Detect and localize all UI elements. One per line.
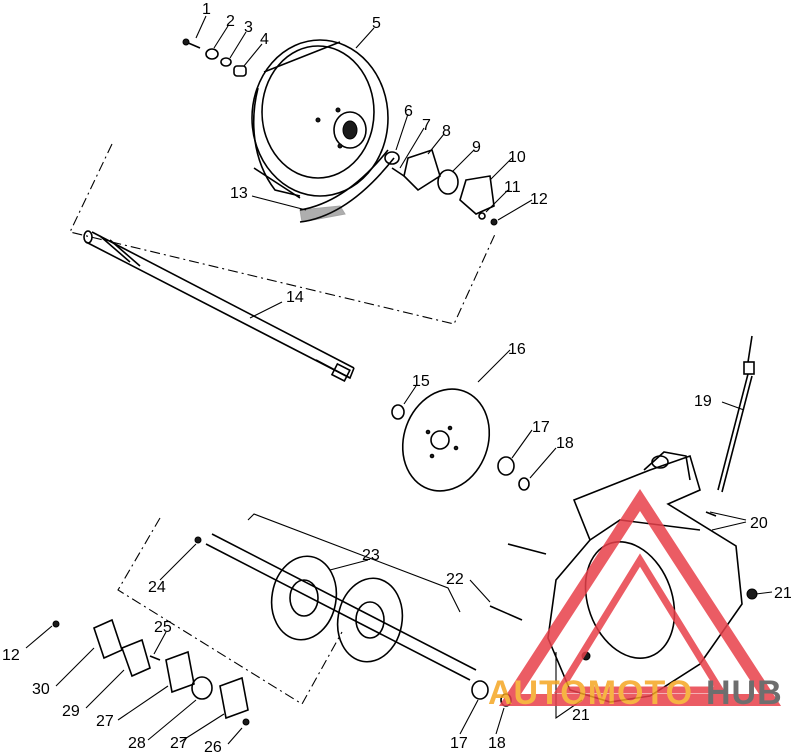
watermark-triangle-icon	[498, 488, 782, 706]
brake-disc-part-16	[401, 388, 491, 492]
assembly-outline-upper	[69, 143, 497, 325]
bearing-part-17-lower	[471, 680, 489, 700]
callout-27-right: 27	[170, 735, 188, 752]
watermark-logo: AUTOMOTO HUB	[488, 488, 783, 712]
callout-11: 11	[504, 179, 521, 196]
assembly-outline-lower	[117, 517, 343, 705]
callout-21-bottom: 21	[572, 707, 590, 724]
flange-part-30	[93, 618, 123, 660]
drive-sprocket-left-part-23	[270, 555, 338, 641]
callout-18-lower: 18	[488, 735, 506, 752]
callout-18-upper: 18	[556, 435, 574, 452]
o-ring-part-15	[391, 404, 405, 420]
callout-29: 29	[62, 703, 80, 720]
drive-chain-part-13	[299, 149, 395, 223]
long-bolt	[507, 543, 547, 555]
callout-20: 20	[750, 515, 768, 532]
callout-21-right: 21	[774, 585, 792, 602]
flange-part-27-right	[219, 676, 249, 720]
callout-13: 13	[230, 185, 248, 202]
callout-17-lower: 17	[450, 735, 468, 752]
callout-28: 28	[128, 735, 146, 752]
spacer-part-4	[233, 65, 247, 77]
callout-9: 9	[472, 139, 481, 156]
bearing-part-9	[437, 169, 459, 195]
callout-23: 23	[362, 547, 380, 564]
leader-lines	[25, 15, 773, 745]
drive-sprocket-right-part-23	[336, 577, 404, 663]
watermark-inner-triangle-icon	[553, 553, 727, 694]
nut-part-12-top	[490, 218, 498, 226]
track-drive-shaft	[194, 533, 477, 681]
rod-part-25	[149, 655, 161, 661]
bolt-part-7	[391, 167, 405, 177]
callout-22: 22	[446, 571, 464, 588]
callout-15: 15	[412, 373, 430, 390]
bolt-part-22	[489, 605, 523, 621]
callout-8: 8	[442, 123, 451, 140]
callout-10: 10	[508, 149, 526, 166]
flange-part-27-left	[165, 650, 195, 694]
callout-27-left: 27	[96, 713, 114, 730]
callout-1: 1	[202, 1, 211, 18]
callout-24: 24	[148, 579, 166, 596]
callout-2: 2	[226, 13, 235, 30]
bearing-flange-part-10	[459, 175, 495, 215]
washer-part-2	[205, 48, 219, 60]
callout-26: 26	[204, 739, 222, 756]
watermark-text-automoto: AUTOMOTO	[488, 674, 693, 712]
bearing-part-17-upper	[497, 456, 515, 476]
callout-25: 25	[154, 619, 172, 636]
driven-shaft-part-14	[83, 230, 355, 383]
nut-part-21-right	[746, 588, 758, 600]
callout-14: 14	[286, 289, 304, 306]
washer-part-6	[384, 151, 400, 165]
o-ring-part-18-upper	[518, 477, 530, 491]
callout-5: 5	[372, 15, 381, 32]
seal-plate-part-29	[120, 638, 151, 678]
callout-30: 30	[32, 681, 50, 698]
lock-washer-part-11	[478, 212, 486, 220]
callout-3: 3	[244, 19, 253, 36]
callout-17-upper: 17	[532, 419, 550, 436]
callout-6: 6	[404, 103, 413, 120]
bolt-part-20	[705, 511, 717, 517]
bearing-part-28	[191, 676, 213, 700]
watermark-text-hub: HUB	[706, 674, 783, 712]
dipstick-part-19	[717, 335, 755, 493]
bolt-part-1	[182, 38, 201, 49]
assembly-outline-bracket-23	[247, 513, 461, 613]
callout-16: 16	[508, 341, 526, 358]
bearing-flange-part-8	[403, 148, 441, 192]
callout-12-top: 12	[530, 191, 548, 208]
callout-12-bottom: 12	[2, 647, 20, 664]
driven-pulley-part-5	[251, 39, 389, 199]
callout-19: 19	[694, 393, 712, 410]
washer-part-3	[220, 57, 232, 67]
callout-4: 4	[260, 31, 269, 48]
nut-part-12-bottom	[52, 620, 60, 628]
callout-7: 7	[422, 117, 431, 134]
nut-part-26	[242, 718, 250, 726]
